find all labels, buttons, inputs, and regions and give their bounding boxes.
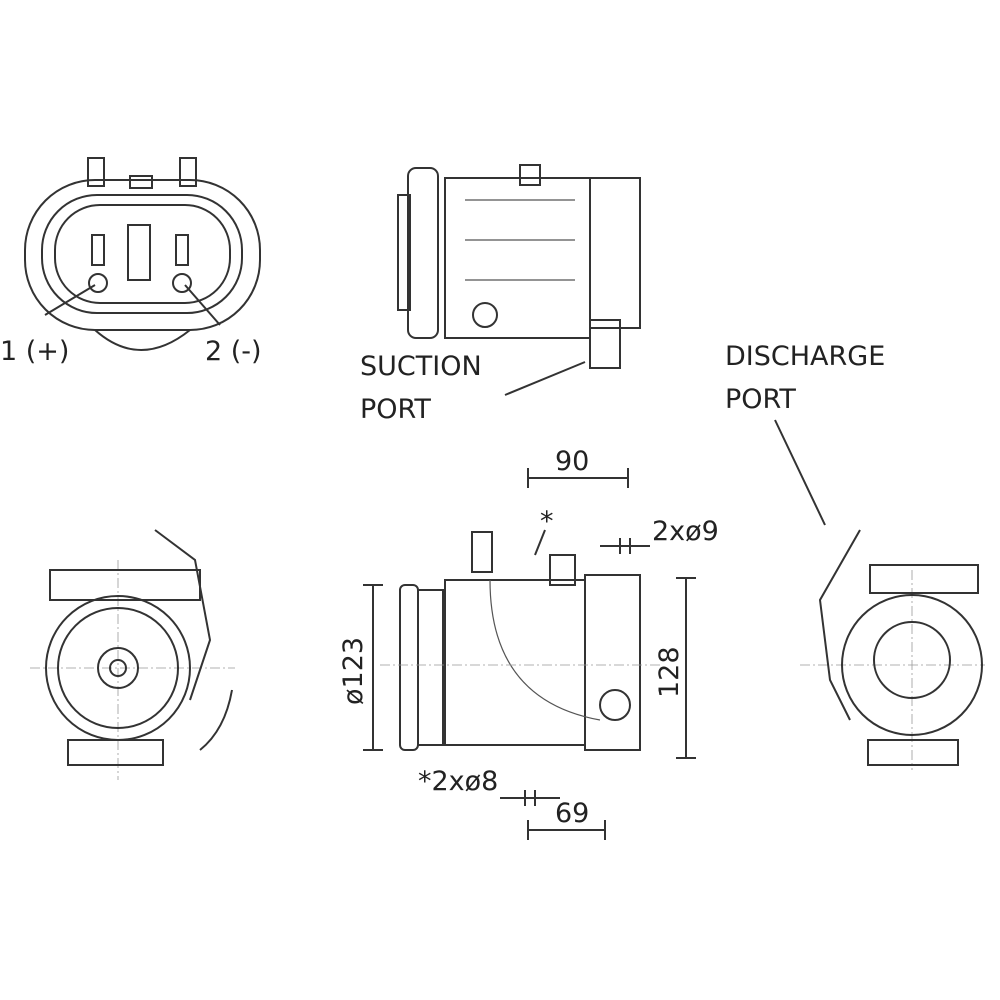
dim-hole-top: 2xø9 — [652, 516, 719, 547]
pin2-label: 2 (-) — [205, 336, 262, 367]
compressor-rear-view — [800, 529, 985, 770]
compressor-front-view — [30, 529, 235, 780]
suction-port-label-1: SUCTION — [360, 351, 482, 382]
compressor-side-view — [380, 531, 660, 751]
discharge-port-label-2: PORT — [725, 384, 796, 415]
suction-leader — [504, 361, 586, 396]
dim-hole-bottom: *2xø8 — [418, 766, 498, 797]
discharge-port-label-1: DISCHARGE — [725, 341, 885, 372]
dim-height: 128 — [654, 646, 685, 698]
pin1-label: 1 (+) — [0, 336, 69, 367]
compressor-top-view — [397, 164, 641, 369]
dim-pulley-diameter: ø123 — [338, 637, 369, 705]
discharge-leader — [774, 419, 826, 526]
dim-width-top: 90 — [555, 446, 589, 477]
dim-asterisk: * — [540, 506, 554, 537]
electrical-connector — [24, 157, 261, 351]
dimension-lines — [363, 468, 696, 840]
dim-width-bottom: 69 — [555, 798, 589, 829]
suction-port-label-2: PORT — [360, 394, 431, 425]
